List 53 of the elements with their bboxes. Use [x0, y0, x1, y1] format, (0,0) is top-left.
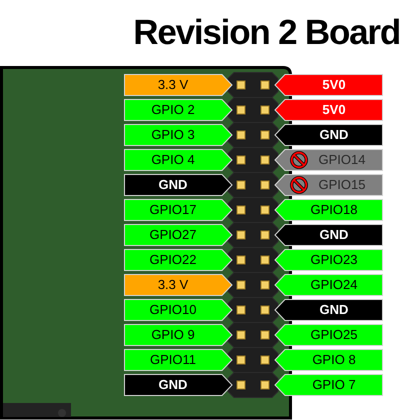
- pin-label: GND: [158, 376, 188, 394]
- pointer-tag: [274, 224, 383, 246]
- pin-label: GPIO18: [310, 201, 358, 219]
- pointer-tag: [274, 74, 383, 96]
- pin-label: GPIO14: [318, 151, 366, 169]
- pin-label: GPIO27: [150, 226, 196, 244]
- pin-label: 5V0: [322, 101, 346, 119]
- pointer-tag: [124, 224, 233, 246]
- pointer-tag: [124, 124, 233, 146]
- pointer-tag: [124, 249, 233, 271]
- pointer-tag: [274, 99, 383, 121]
- pointer-tag: [274, 299, 383, 321]
- pin-label: 3.3 V: [158, 76, 188, 94]
- pin-label: GPIO11: [150, 351, 196, 369]
- pin-label: GPIO10: [150, 301, 196, 319]
- pointer-tag: [124, 349, 233, 371]
- pointer-tag: [124, 74, 233, 96]
- pin-label: GPIO22: [150, 251, 196, 269]
- title: Revision 2 Board: [133, 13, 400, 53]
- pin-label: GND: [158, 176, 188, 194]
- pointer-tag: [124, 324, 233, 346]
- pin-label: GPIO24: [310, 276, 358, 294]
- pin-label: GND: [320, 301, 348, 319]
- pin-label: GND: [320, 126, 348, 144]
- pointer-tag: [274, 249, 383, 271]
- pointer-tag: [274, 174, 383, 196]
- pointer-tag: [274, 324, 383, 346]
- pin-label: GPIO 4: [151, 151, 195, 169]
- pointer-tag: [274, 274, 383, 296]
- pointer-tag: [274, 149, 383, 171]
- pin-label: GND: [320, 226, 348, 244]
- pin-label: GPIO25: [310, 326, 358, 344]
- pin-label: GPIO17: [150, 201, 196, 219]
- pin-label: 5V0: [322, 76, 346, 94]
- pin-label: GPIO15: [318, 176, 366, 194]
- pin-label: 3.3 V: [158, 276, 188, 294]
- pointer-tag: [124, 274, 233, 296]
- pin-label: GPIO 3: [151, 126, 195, 144]
- pin-label: GPIO23: [310, 251, 358, 269]
- pin-label: GPIO 2: [151, 101, 195, 119]
- pointer-tag: [124, 149, 233, 171]
- pointer-tag: [124, 199, 233, 221]
- pointer-tag: [274, 199, 383, 221]
- pointer-tag: [124, 374, 233, 396]
- pointer-tag: [274, 124, 383, 146]
- pin-label: GPIO 8: [312, 351, 356, 369]
- pointer-tag: [124, 99, 233, 121]
- pointer-tag: [274, 374, 383, 396]
- pin-label: GPIO 7: [312, 376, 356, 394]
- pointer-tag: [124, 174, 233, 196]
- pointer-tag: [124, 299, 233, 321]
- pin-label: GPIO 9: [151, 326, 195, 344]
- pointer-tag: [274, 349, 383, 371]
